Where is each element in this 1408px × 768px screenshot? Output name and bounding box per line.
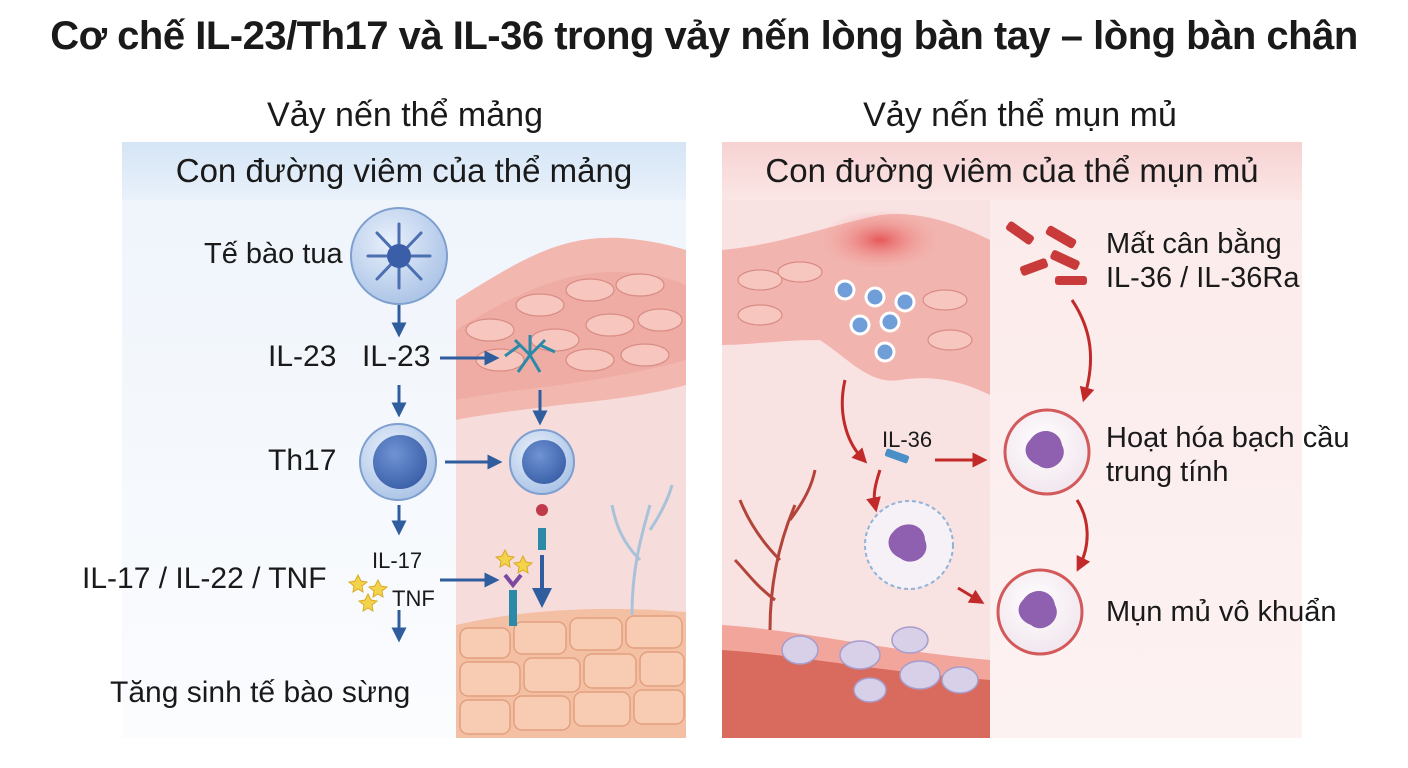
dendritic-cell-label: Tế bào tua (204, 238, 343, 270)
cytokine-stars (347, 548, 534, 612)
th17-cell (359, 423, 437, 501)
th17-label: Th17 (268, 444, 337, 477)
cytokines-label: IL-17 / IL-22 / TNF (82, 562, 327, 595)
imbalance-label-line2: IL-36 / IL-36Ra (1106, 262, 1300, 294)
right-column-title: Vảy nến thể mụn mủ (863, 96, 1177, 134)
il36-small-label: IL-36 (882, 427, 933, 452)
neutrophil-migrating (864, 500, 954, 590)
keratinocyte-receptor (503, 573, 523, 626)
neutrophil-label-line1: Hoạt hóa bạch cầu (1106, 422, 1350, 454)
il23-label-a: IL-23 (268, 340, 337, 373)
left-column-title: Vảy nến thể mảng (267, 96, 543, 134)
tnf-small-label: TNF (392, 586, 435, 611)
il23-receptor-cluster (504, 335, 556, 373)
right-arrows (840, 299, 1095, 604)
imbalance-label-line1: Mất cân bằng (1106, 228, 1282, 260)
il36-molecule (884, 448, 910, 464)
right-panel-header-bg (722, 142, 1302, 200)
page-title: Cơ chế IL-23/Th17 và IL-36 trong vảy nến… (50, 14, 1358, 58)
th17-cell-tissue (509, 429, 575, 495)
il17-receptor (532, 504, 552, 608)
il36-fragments (1006, 221, 1087, 285)
neutrophil-label-line2: trung tính (1106, 456, 1229, 488)
left-skin-section (456, 237, 686, 738)
neutrophil-pustule (996, 568, 1084, 656)
il23-label-b: IL-23 (362, 340, 431, 373)
neutrophil-activated (1003, 408, 1091, 496)
right-panel-title: Con đường viêm của thể mụn mủ (765, 152, 1259, 189)
left-panel-title: Con đường viêm của thể mảng (175, 152, 633, 189)
left-panel-header-bg (122, 142, 686, 200)
result-label: Tăng sinh tế bào sừng (110, 676, 411, 709)
il17-small-label: IL-17 (372, 548, 423, 573)
pustule-label: Mụn mủ vô khuẩn (1106, 596, 1337, 628)
right-skin-section (722, 200, 990, 738)
dendritic-cell (350, 207, 448, 305)
